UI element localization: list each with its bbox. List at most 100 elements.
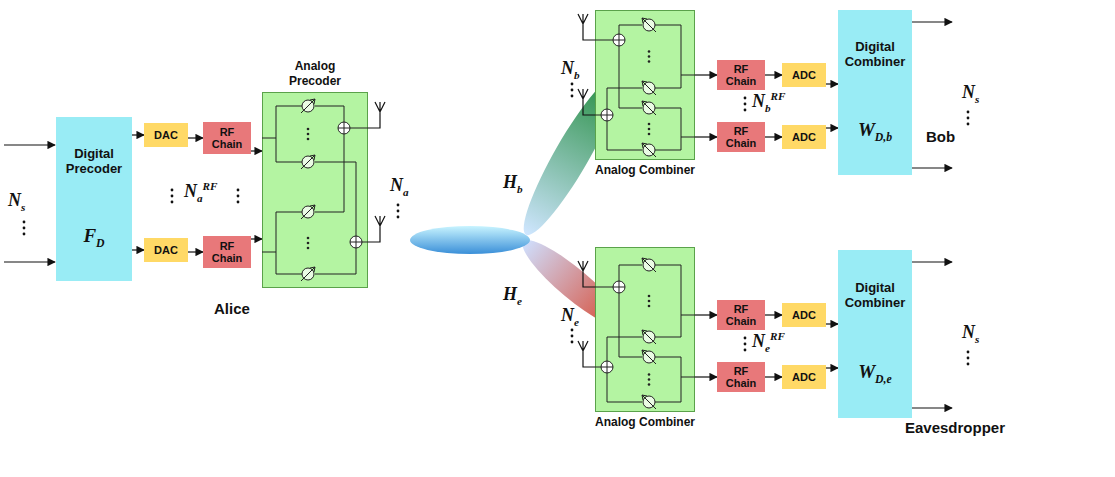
- phase-shifter: [643, 144, 655, 156]
- signal-arrow: [826, 83, 838, 84]
- wire: [276, 106, 302, 107]
- block-label: RF Chain: [205, 240, 249, 264]
- wire: [655, 88, 681, 89]
- ellipsis-dot: [307, 247, 310, 250]
- ellipsis-dots: [23, 83, 970, 366]
- adder-symbol: [613, 34, 625, 46]
- adder-symbol: [350, 236, 362, 248]
- phase-shifter: [643, 19, 655, 31]
- phase-shifter: [302, 206, 314, 218]
- ellipsis-dot: [744, 343, 747, 346]
- adc-box: ADC: [782, 365, 826, 389]
- node-name: Eavesdropper: [905, 419, 1005, 436]
- wire: [655, 108, 681, 109]
- block-label: Digital Precoder: [59, 147, 129, 177]
- signal-arrow: [695, 74, 717, 75]
- ellipsis-dot: [307, 138, 310, 141]
- adc-box: ADC: [782, 303, 826, 327]
- ellipsis-dot: [648, 378, 651, 381]
- dac-box: DAC: [144, 123, 188, 147]
- block-label: RF Chain: [719, 63, 763, 87]
- wire: [276, 212, 277, 274]
- antenna-count: Na: [390, 175, 409, 198]
- wire: [655, 265, 681, 266]
- wire: [681, 108, 682, 150]
- ellipsis-dot: [648, 50, 651, 53]
- block-label: Digital Combiner: [841, 281, 909, 311]
- block-label: ADC: [792, 371, 816, 383]
- network-group: [262, 99, 368, 281]
- antenna-count: Nb: [561, 58, 580, 81]
- antenna-count: Ne: [561, 305, 579, 328]
- channel-label: Hb: [503, 172, 523, 195]
- phase-shifter: [302, 156, 314, 168]
- wire: [655, 357, 681, 358]
- ellipsis-dot: [237, 189, 240, 192]
- rf-chain: RF Chain: [203, 236, 251, 268]
- signal-arrow: [826, 323, 838, 324]
- wire: [655, 337, 681, 338]
- signal-arrow: [188, 137, 203, 138]
- ellipsis-dot: [967, 123, 970, 126]
- signal-arrow: [765, 74, 782, 75]
- ellipsis-dot: [648, 300, 651, 303]
- phase-shifter-arrow: [301, 155, 315, 169]
- ellipsis-dot: [744, 109, 747, 112]
- stream-count: Ns: [962, 322, 979, 345]
- signal-arrow: [826, 367, 838, 368]
- matrix-symbol: WD,b: [858, 119, 892, 145]
- adder-plus: [338, 122, 350, 134]
- digital-precoder: Digital PrecoderFD: [56, 117, 132, 281]
- ellipsis-dot: [648, 133, 651, 136]
- adder-plus: [350, 236, 362, 248]
- signal-arrow: [695, 136, 717, 137]
- ellipsis-dot: [171, 195, 174, 198]
- phase-shifter: [302, 100, 314, 112]
- phase-shifter-arrow: [301, 99, 315, 113]
- rf-chain: RF Chain: [717, 122, 765, 152]
- block-heading: Analog Combiner: [595, 415, 695, 429]
- block-label: RF Chain: [719, 125, 763, 149]
- phase-shifter-arrow: [642, 258, 656, 272]
- block-heading: Analog Precoder: [275, 59, 355, 88]
- wire: [276, 274, 302, 275]
- ellipsis-dot: [307, 237, 310, 240]
- ellipsis-dot: [23, 233, 26, 236]
- ellipsis-dot: [967, 363, 970, 366]
- rf-chain: RF Chain: [717, 300, 765, 330]
- adder-symbol: [601, 361, 613, 373]
- wire: [607, 373, 642, 402]
- phase-shifter-network: [262, 92, 368, 288]
- signal-arrow: [132, 134, 144, 135]
- wire: [655, 25, 681, 26]
- block-label: DAC: [154, 129, 178, 141]
- ellipsis-dot: [744, 97, 747, 100]
- adder-plus: [613, 281, 625, 293]
- rf-chain-count: NeRF: [752, 330, 785, 354]
- block-label: ADC: [792, 131, 816, 143]
- ellipsis-dot: [23, 227, 26, 230]
- ellipsis-dot: [648, 295, 651, 298]
- adc-box: ADC: [782, 125, 826, 149]
- wire: [681, 25, 682, 88]
- wire: [362, 242, 368, 243]
- phase-shifter-arrow: [642, 395, 656, 409]
- wire: [595, 40, 613, 41]
- signal-arrow: [765, 314, 782, 315]
- wire: [681, 265, 682, 337]
- phase-shifter: [643, 82, 655, 94]
- ellipsis-dot: [967, 357, 970, 360]
- wire: [315, 248, 356, 274]
- wire: [619, 46, 642, 108]
- ellipsis-dot: [744, 349, 747, 352]
- ellipsis-dot: [744, 103, 747, 106]
- phase-shifter: [643, 396, 655, 408]
- wire: [619, 25, 642, 34]
- adder-symbol: [601, 109, 613, 121]
- adder-symbol: [338, 122, 350, 134]
- signal-arrow: [826, 127, 838, 128]
- matrix-symbol: FD: [83, 225, 104, 251]
- wire: [681, 377, 695, 378]
- wire: [619, 265, 642, 281]
